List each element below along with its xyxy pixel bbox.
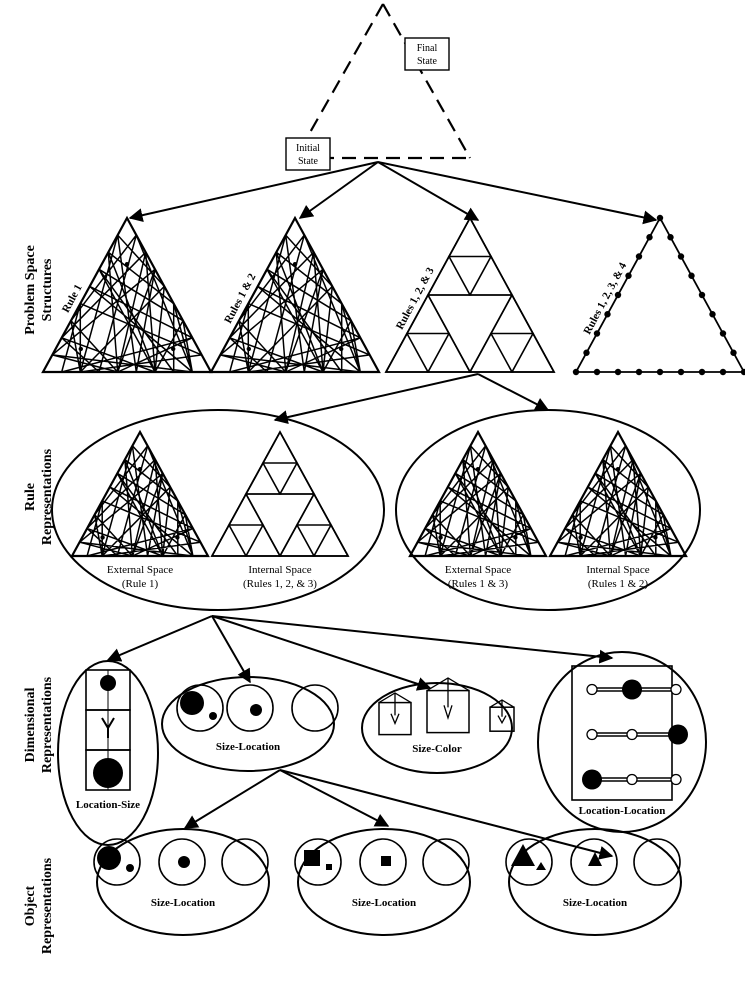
object-representation: Size-Location	[294, 828, 471, 936]
object-representation-caption: Size-Location	[151, 897, 215, 909]
object-representation: Size-Location	[93, 828, 270, 936]
object-representation: Size-Location	[505, 828, 682, 936]
rule-representation-caption-line1: Internal Space	[248, 564, 311, 576]
final-state-line2: State	[417, 56, 438, 67]
dimensional-representation: Location-Location	[537, 651, 707, 833]
rule-representation-triangle	[548, 429, 688, 558]
arrows-to-dimensional-representations	[106, 615, 614, 691]
row-label-rule: Rule Representations	[23, 448, 55, 545]
rule-representation-triangle	[70, 429, 210, 558]
rule-representation-caption-line1: External Space	[445, 564, 511, 576]
row-label-problem-space-line2: Structures	[40, 258, 55, 321]
rule-representation-group: External Space (Rules 1 & 3) Internal Spac…	[395, 409, 701, 611]
rule-representation-triangle	[408, 429, 548, 558]
problem-space-triangle	[41, 215, 213, 374]
arrows-to-rule-representations	[273, 373, 550, 425]
dimensional-representation-caption: Location-Location	[579, 805, 666, 817]
dimensional-representation: Size-Location	[161, 676, 339, 772]
rule-representation-caption-line2: (Rule 1)	[122, 578, 159, 590]
row-label-object-line2: Representations	[40, 857, 55, 954]
rule-representation-caption-line1: Internal Space	[586, 564, 649, 576]
dimensional-representation-caption: Size-Location	[216, 741, 280, 753]
dimensional-representation-caption: Location-Size	[76, 799, 140, 811]
initial-state-box: Initial State	[285, 137, 331, 171]
row-label-problem-space: Problem Space Structures	[23, 245, 55, 335]
initial-state-line1: Initial	[296, 143, 320, 154]
final-state-box: Final State	[404, 37, 450, 71]
initial-state-line2: State	[298, 156, 319, 167]
rule-representation-caption-line2: (Rules 1 & 3)	[448, 578, 509, 590]
rule-representation-caption-line2: (Rules 1 & 2)	[588, 578, 649, 590]
row-label-object: Object Representations	[23, 857, 55, 954]
row-label-dimensional: Dimensional Representations	[23, 676, 55, 773]
arrows-to-object-representations	[183, 769, 614, 860]
row-label-object-line1: Object	[23, 885, 38, 926]
problem-space-triangle	[572, 214, 745, 376]
dimensional-representation-row: Location-Size Size-Location Size-ColorLoca…	[57, 651, 707, 846]
rule-representation-row: External Space (Rule 1) Internal Space (Rul…	[51, 409, 701, 611]
arrows-to-problem-spaces	[128, 161, 658, 225]
row-label-rule-line1: Rule	[23, 483, 38, 511]
problem-space-triangle	[384, 216, 556, 373]
rule-representation-group: External Space (Rule 1) Internal Space (Rul…	[51, 409, 385, 611]
dimensional-representation: Size-Color	[361, 677, 515, 774]
final-state-line1: Final	[417, 43, 438, 54]
object-representation-row: Size-Location Size-Location Size-Location	[93, 828, 682, 936]
object-representation-caption: Size-Location	[352, 897, 416, 909]
rule-representation-caption-line2: (Rules 1, 2, & 3)	[243, 578, 317, 590]
object-representation-caption: Size-Location	[563, 897, 627, 909]
problem-space-triangle	[209, 215, 381, 374]
problem-space-label: Rules 1, 2, 3, & 4	[581, 260, 629, 336]
state-space-triangle	[299, 3, 471, 160]
dimensional-representation: Location-Size	[57, 660, 159, 846]
row-label-problem-space-line1: Problem Space	[23, 245, 38, 335]
rule-representation-triangle	[210, 430, 350, 557]
dimensional-representation-caption: Size-Color	[412, 743, 462, 755]
rule-representation-caption-line1: External Space	[107, 564, 173, 576]
row-label-dimensional-line2: Representations	[40, 676, 55, 773]
row-label-rule-line2: Representations	[40, 448, 55, 545]
row-label-dimensional-line1: Dimensional	[23, 688, 38, 763]
